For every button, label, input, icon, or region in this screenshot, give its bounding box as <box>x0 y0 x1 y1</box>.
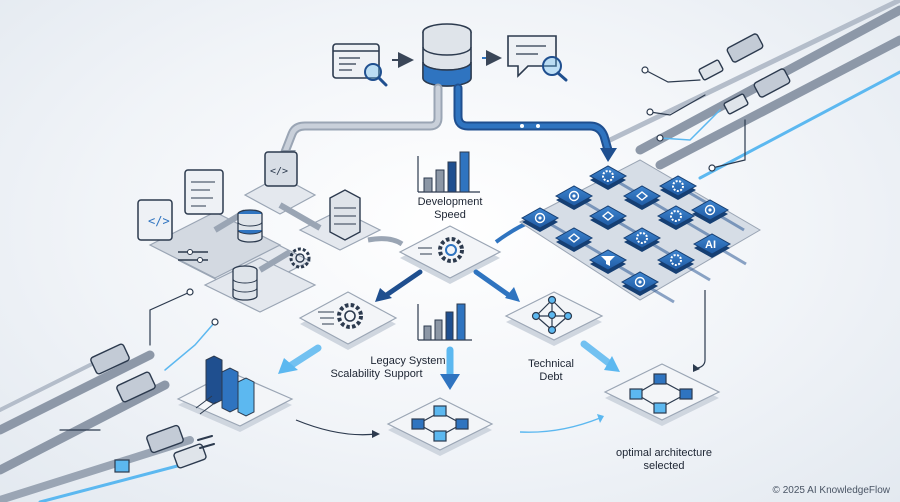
label-scalability: Scalability <box>330 368 380 380</box>
network-graph-icon <box>531 295 573 335</box>
ai-service-tile <box>620 271 660 296</box>
network-icon <box>534 212 546 224</box>
node-icon <box>635 191 649 201</box>
flow-split-arrows <box>280 83 617 164</box>
ai-service-tile <box>554 227 594 252</box>
node-icon <box>601 211 615 221</box>
label-optimal-architecture-line2: selected <box>643 460 685 472</box>
sliders-icon <box>178 249 208 263</box>
gear-icon <box>672 180 684 192</box>
ai-service-tile <box>622 185 662 210</box>
label-technical-debt-line2: Debt <box>539 371 563 383</box>
filter-icon <box>601 256 615 266</box>
ai-service-tile: AI <box>692 233 732 258</box>
ai-service-tile <box>656 249 696 274</box>
server-icon <box>329 189 361 241</box>
code-window-icon: </> </> <box>137 151 298 241</box>
label-development-speed-line2: Speed <box>434 209 466 221</box>
gear-icon <box>636 232 648 244</box>
gear-icon <box>670 254 682 266</box>
svg-text:</>: </> <box>148 214 170 228</box>
ai-service-tile <box>588 165 628 190</box>
database-icon <box>422 23 472 87</box>
decision-branch-arrows <box>375 269 520 302</box>
bar-chart-icon <box>195 355 255 417</box>
ai-service-tile <box>520 207 560 232</box>
network-graph-icon <box>411 405 469 442</box>
selected-network-tile <box>386 397 494 456</box>
browser-search-icon <box>332 43 388 87</box>
bar-chart-icon <box>417 151 480 193</box>
network-graph-icon <box>629 373 693 414</box>
ai-label: AI <box>705 239 716 251</box>
label-support: Support <box>384 368 423 380</box>
ai-service-cluster: AI <box>519 159 761 304</box>
technical-debt-tile <box>504 291 604 346</box>
outcome-arrows <box>278 290 706 390</box>
database-icon <box>232 209 263 301</box>
label-technical-debt-line1: Technical <box>528 358 574 370</box>
ai-service-tile <box>658 175 698 200</box>
bar-chart-icon <box>417 303 472 341</box>
ai-service-tile <box>656 205 696 230</box>
network-icon <box>568 190 580 202</box>
bottom-left-cables <box>0 288 219 502</box>
label-technical-debt: Technical Debt <box>516 358 586 384</box>
plug-icon <box>90 343 215 473</box>
scalability-tile <box>298 291 398 350</box>
ai-service-tile <box>588 205 628 230</box>
top-right-cables <box>607 0 900 180</box>
ai-service-tile <box>588 249 628 274</box>
gear-icon <box>438 237 464 263</box>
network-icon <box>704 204 716 216</box>
node-icon <box>567 233 581 243</box>
label-optimal-architecture-line1: optimal architecture <box>616 447 712 459</box>
chat-search-icon <box>507 35 568 82</box>
scalability-chart-tile <box>176 355 294 432</box>
label-optimal-architecture: optimal architecture selected <box>604 447 724 473</box>
gear-icon <box>289 247 311 269</box>
ai-service-tile <box>622 227 662 252</box>
gear-icon <box>337 303 363 329</box>
gear-icon <box>670 210 682 222</box>
ai-service-tile <box>554 185 594 210</box>
label-development-speed: Development Speed <box>410 196 490 222</box>
label-legacy-system: Legacy System <box>370 355 446 367</box>
optimal-architecture-tile <box>603 363 721 426</box>
legacy-module-cluster: </> </> <box>137 151 382 313</box>
ai-service-tile <box>690 199 730 224</box>
gear-icon <box>602 170 614 182</box>
network-icon <box>634 276 646 288</box>
copyright-notice: © 2025 AI KnowledgeFlow <box>772 485 890 496</box>
svg-text:</>: </> <box>270 166 288 177</box>
cable-connector-icon <box>698 33 791 115</box>
label-development-speed-line1: Development <box>417 196 483 208</box>
